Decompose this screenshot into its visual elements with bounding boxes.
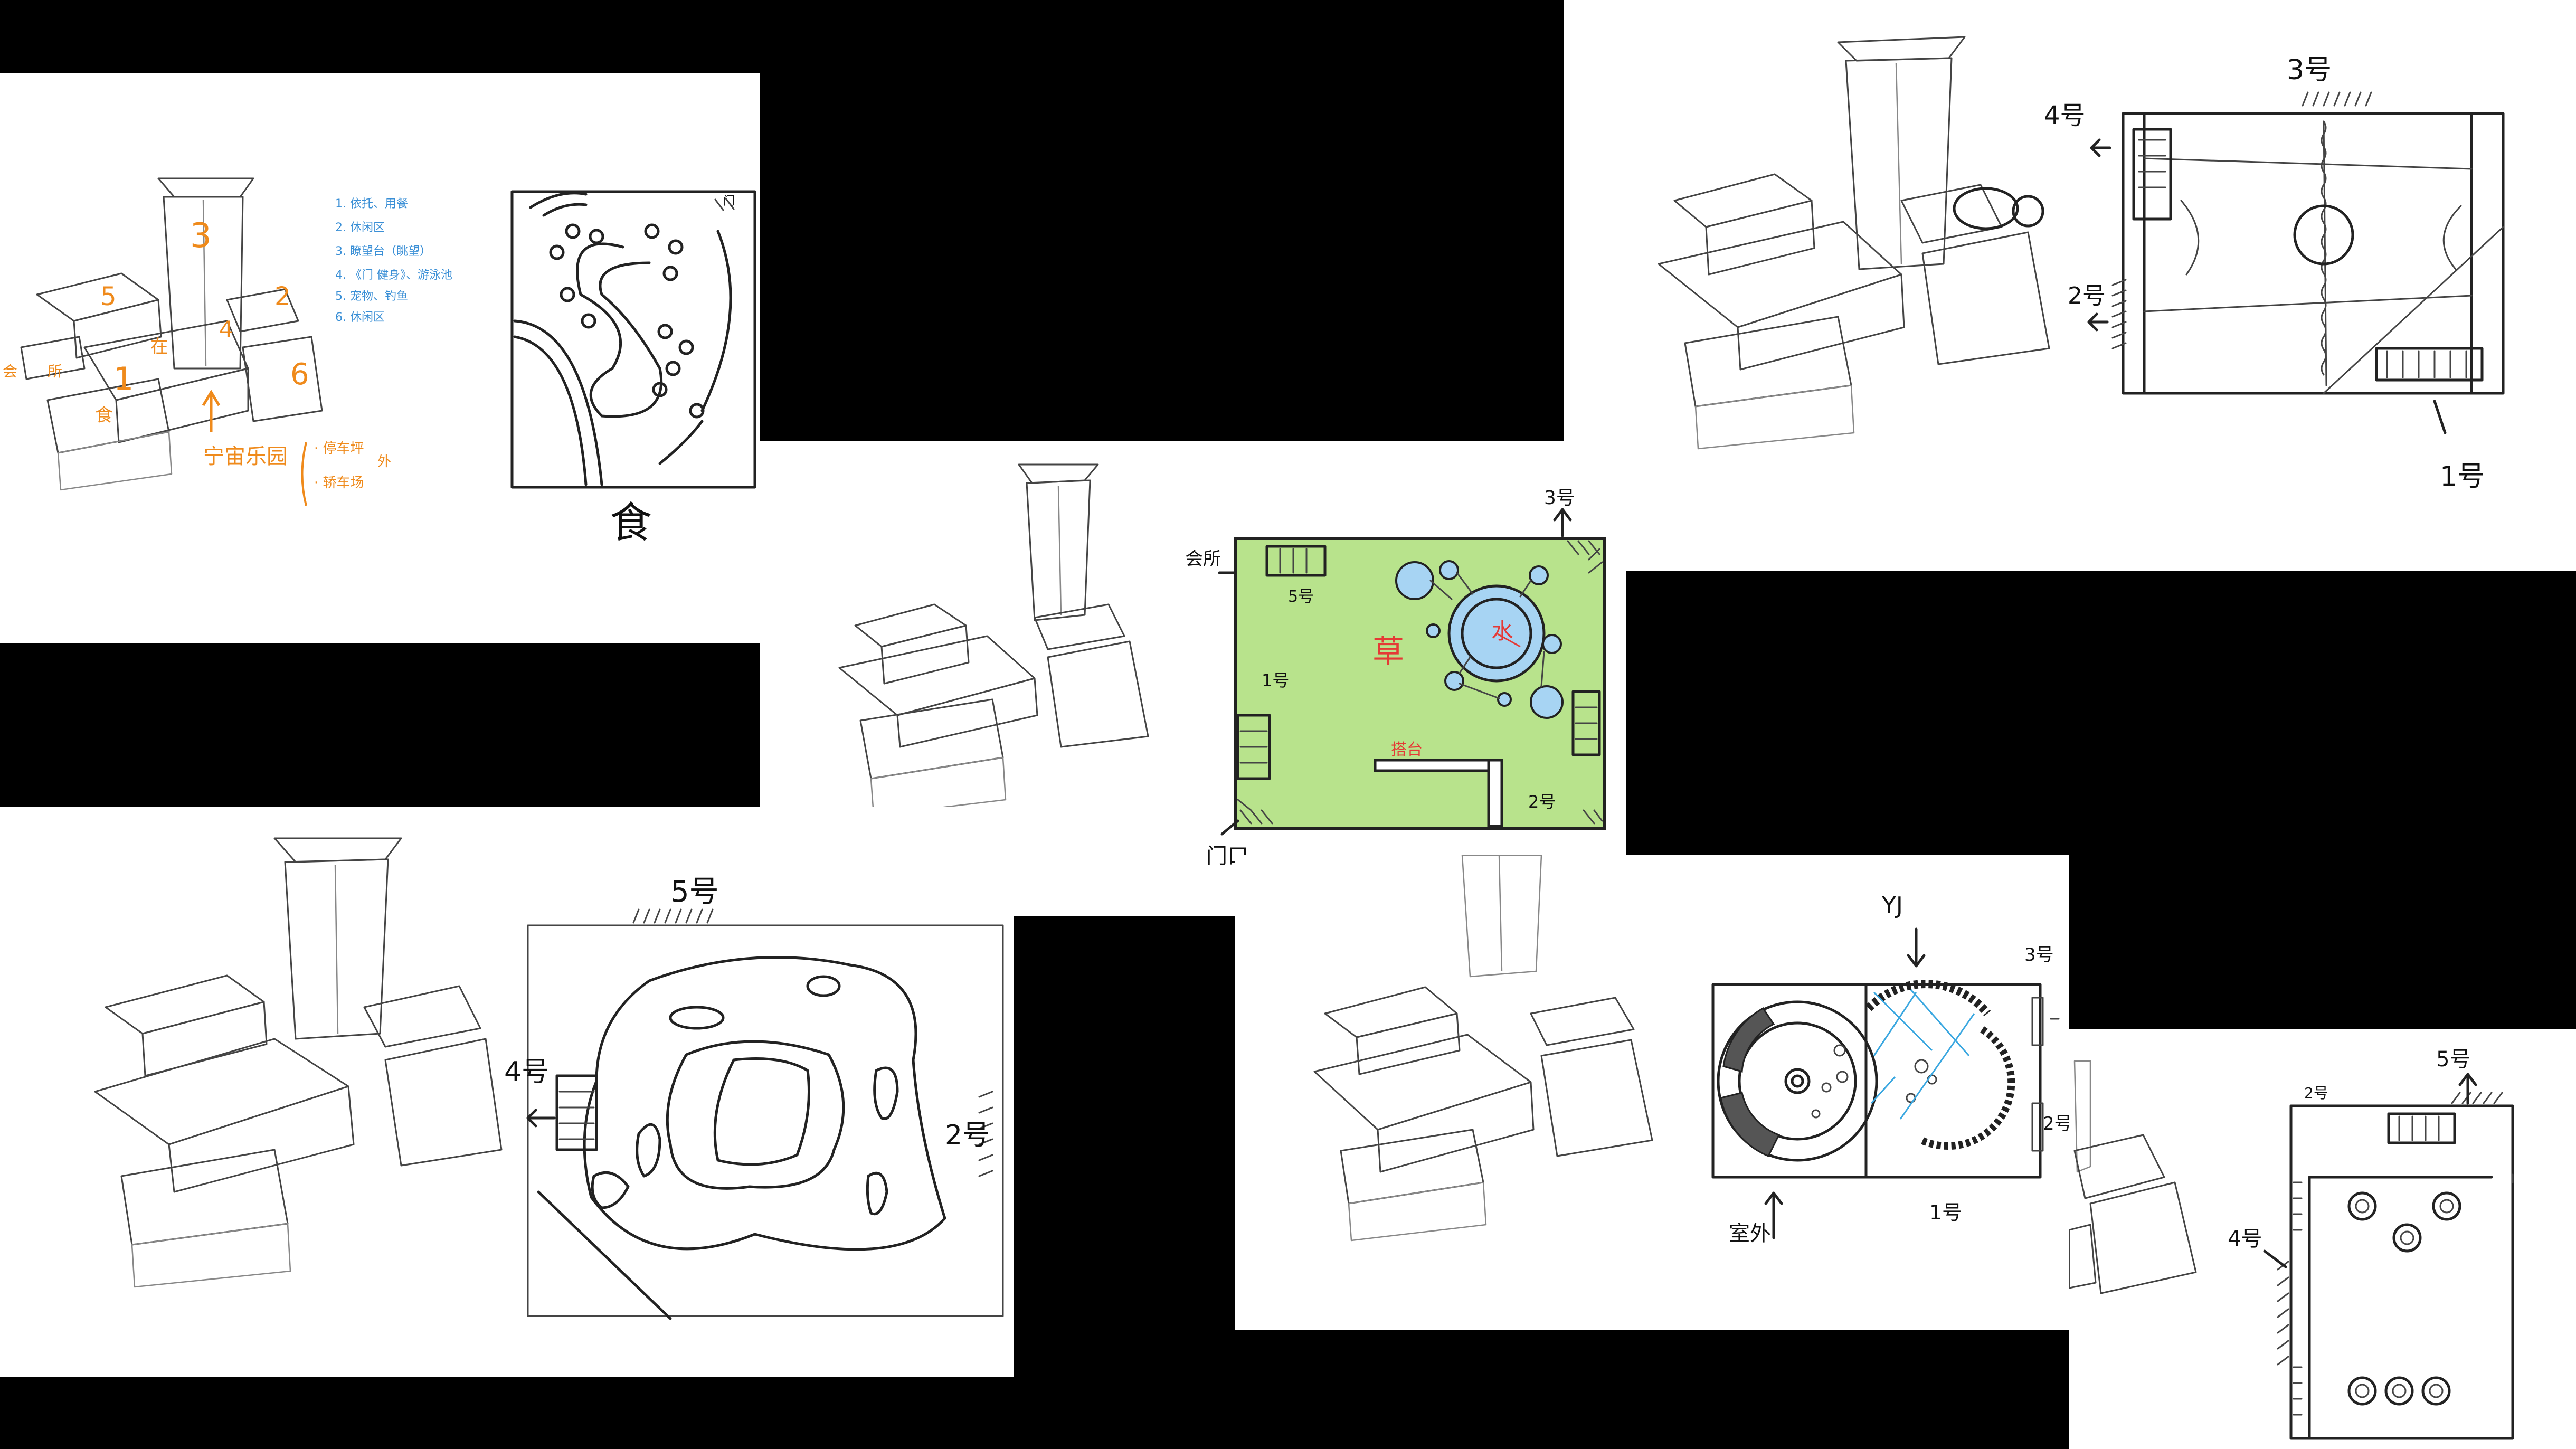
food-brace [301, 442, 307, 506]
sport-sketch: 3号 4号 2号 1号 [1658, 36, 2505, 493]
panel-pots: 5号 2号 4号 [2069, 1029, 2576, 1449]
pots-top-label: 5号 [2436, 1047, 2470, 1072]
food-annotation-sub-1: · 停车坪 [314, 441, 364, 457]
panel-sport: 3号 4号 2号 1号 [1564, 0, 2576, 571]
grass-left-label: 会所 [1185, 548, 1221, 570]
food-num-2: 2 [274, 282, 291, 311]
panel-rings: YJ 3号 2号 1号 室外 [1235, 855, 2069, 1330]
grass-bottom-right-label: 2号 [1528, 792, 1556, 812]
building-massing [20, 177, 323, 491]
pots-top-left-label: 2号 [2304, 1084, 2328, 1102]
path-right-label: 2号 [945, 1120, 990, 1151]
food-legend-item: 3. 瞭望台（眺望） [335, 245, 431, 258]
food-left-suo: 所 [48, 363, 62, 380]
pots-sketch: 5号 2号 4号 [2069, 1047, 2514, 1440]
food-caption: 食 [610, 498, 652, 547]
food-num-5: 5 [100, 282, 117, 311]
rings-plan [1711, 927, 2060, 1239]
food-num-1: 1 [113, 361, 134, 397]
food-left-hui: 会 [3, 363, 17, 380]
sport-left-mid-label: 2号 [2068, 282, 2106, 309]
rings-right-top-label: 3号 [2024, 944, 2054, 965]
food-legend-item: 6. 休闲区 [335, 311, 385, 324]
food-door-label: 门 [723, 195, 735, 208]
food-zone-shi: 食 [95, 405, 113, 426]
food-num-6: 6 [290, 357, 309, 392]
building-massing [1313, 855, 1653, 1242]
food-legend: 1. 依托、用餐 2. 休闲区 3. 瞭望台（眺望） 4. 《门 健身》、游泳池… [335, 197, 452, 324]
pots-left-label: 4号 [2228, 1227, 2262, 1251]
path-sketch: 5号 4号 2号 [94, 837, 1004, 1320]
sport-plan [2087, 91, 2505, 434]
grass-left-mid-label: 1号 [1262, 670, 1289, 690]
food-annotation-side: 外 [377, 454, 391, 470]
rings-sketch: YJ 3号 2号 1号 室外 [1313, 855, 2069, 1246]
building-massing [94, 837, 503, 1288]
pots-plan [2263, 1073, 2514, 1440]
food-legend-item: 1. 依托、用餐 [335, 197, 408, 211]
grass-center-label: 草 [1372, 633, 1404, 670]
sport-top-label: 3号 [2287, 54, 2332, 86]
rings-right-mid-label: 2号 [2043, 1113, 2069, 1134]
food-annotation: 宁宙乐园 [203, 444, 288, 469]
panel-food: 3 5 2 4 6 1 在 食 会 所 宁宙乐园 · 停车坪 · 轿车场 外 1… [0, 73, 760, 643]
path-plan [526, 908, 1004, 1320]
grass-stair-label: 5号 [1288, 588, 1314, 606]
path-left-label: 4号 [504, 1056, 549, 1088]
sport-bottom-label: 1号 [2440, 461, 2485, 493]
food-annotation-sub-2: · 轿车场 [314, 475, 364, 491]
food-plan [510, 190, 756, 489]
rings-bottom-label: 1号 [1929, 1201, 1962, 1224]
food-num-3: 3 [190, 216, 212, 255]
rings-bottom-left-label: 室外 [1729, 1221, 1771, 1246]
sport-left-top-label: 4号 [2044, 101, 2086, 130]
grass-bubbles [1395, 560, 1564, 719]
building-massing [1658, 36, 2050, 450]
food-zone-zai: 在 [150, 336, 168, 357]
food-arrow [202, 390, 221, 432]
grass-sketch: 3号 会所 5号 1号 草 水 搭台 2号 门口 楼 [838, 463, 1606, 898]
food-legend-item: 4. 《门 健身》、游泳池 [335, 269, 452, 282]
food-num-4: 4 [219, 316, 233, 342]
food-legend-item: 2. 休闲区 [335, 221, 385, 234]
grass-bar-label: 搭台 [1391, 741, 1423, 759]
grass-plan [1218, 508, 1606, 836]
rings-top-label: YJ [1881, 892, 1903, 919]
food-sketch: 3 5 2 4 6 1 在 食 会 所 宁宙乐园 · 停车坪 · 轿车场 外 1… [3, 177, 756, 547]
grass-top-right-label: 3号 [1544, 487, 1575, 509]
food-legend-item: 5. 宠物、钓鱼 [335, 290, 408, 303]
path-top-label: 5号 [670, 875, 719, 909]
panel-path: 5号 4号 2号 [0, 807, 1014, 1377]
building-massing [838, 463, 1149, 817]
grass-pool-label: 水 [1491, 618, 1513, 644]
building-massing-partial [2069, 1060, 2197, 1294]
